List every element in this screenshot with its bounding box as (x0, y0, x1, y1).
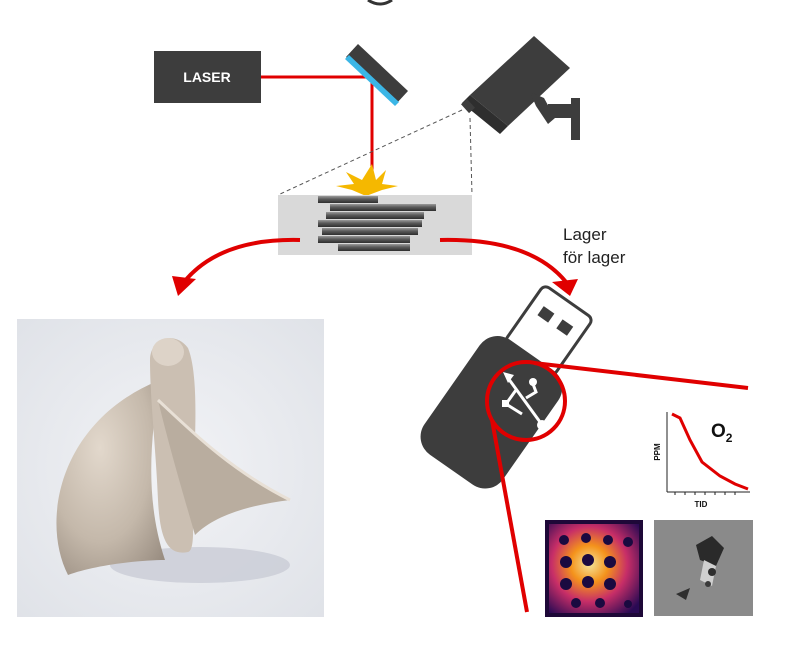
logo-fragment (367, 0, 393, 6)
printed-part-photo (17, 319, 324, 617)
laser-beam (261, 75, 374, 193)
camera-fov (277, 109, 473, 196)
camera-icon (461, 36, 580, 140)
o2-curve (671, 412, 749, 491)
mirror-icon (345, 44, 408, 106)
layer-label-line1: Lager (563, 225, 607, 244)
usb-stick-icon (420, 285, 593, 489)
zoom-callout (485, 360, 749, 613)
thermal-image (545, 520, 643, 617)
o2-graph: PPM TID O2 (653, 412, 750, 509)
arrow-left (172, 237, 301, 296)
graph-xlabel: TID (695, 500, 708, 509)
gas-label: O2 (711, 421, 733, 445)
gas-label-main: O (711, 421, 726, 442)
micrograph-image (654, 520, 753, 616)
laser-label: LASER (183, 69, 230, 85)
graph-ylabel: PPM (653, 443, 662, 461)
powder-bed (278, 195, 472, 255)
usb-symbol-icon (502, 372, 547, 430)
laser-box: LASER (154, 51, 261, 103)
arrow-right (439, 237, 578, 296)
gas-label-sub: 2 (726, 431, 733, 445)
layer-label-line2: för lager (563, 248, 626, 267)
spark-icon (336, 164, 398, 196)
